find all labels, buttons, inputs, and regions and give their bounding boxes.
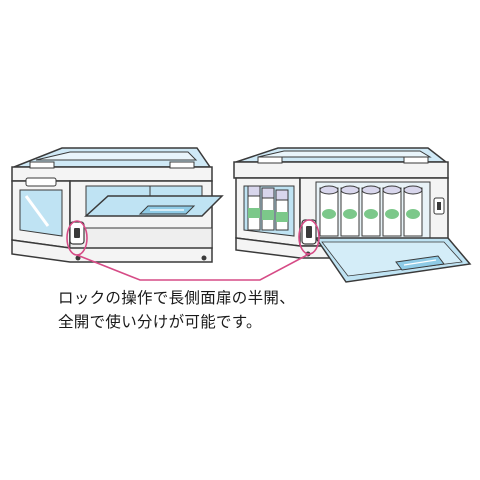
caption-line-1: ロックの操作で長側面扉の半開、: [58, 289, 296, 307]
container-left: [11, 147, 224, 263]
bottles-side: [247, 185, 289, 231]
container-right-rim: [233, 161, 449, 179]
callout-line: [76, 253, 310, 281]
container-right: [233, 147, 472, 283]
bottles-front: [319, 185, 423, 237]
caption-line-2: 全開で使い分けが可能です。: [58, 313, 262, 331]
container-left-lid-inner: [35, 151, 198, 161]
